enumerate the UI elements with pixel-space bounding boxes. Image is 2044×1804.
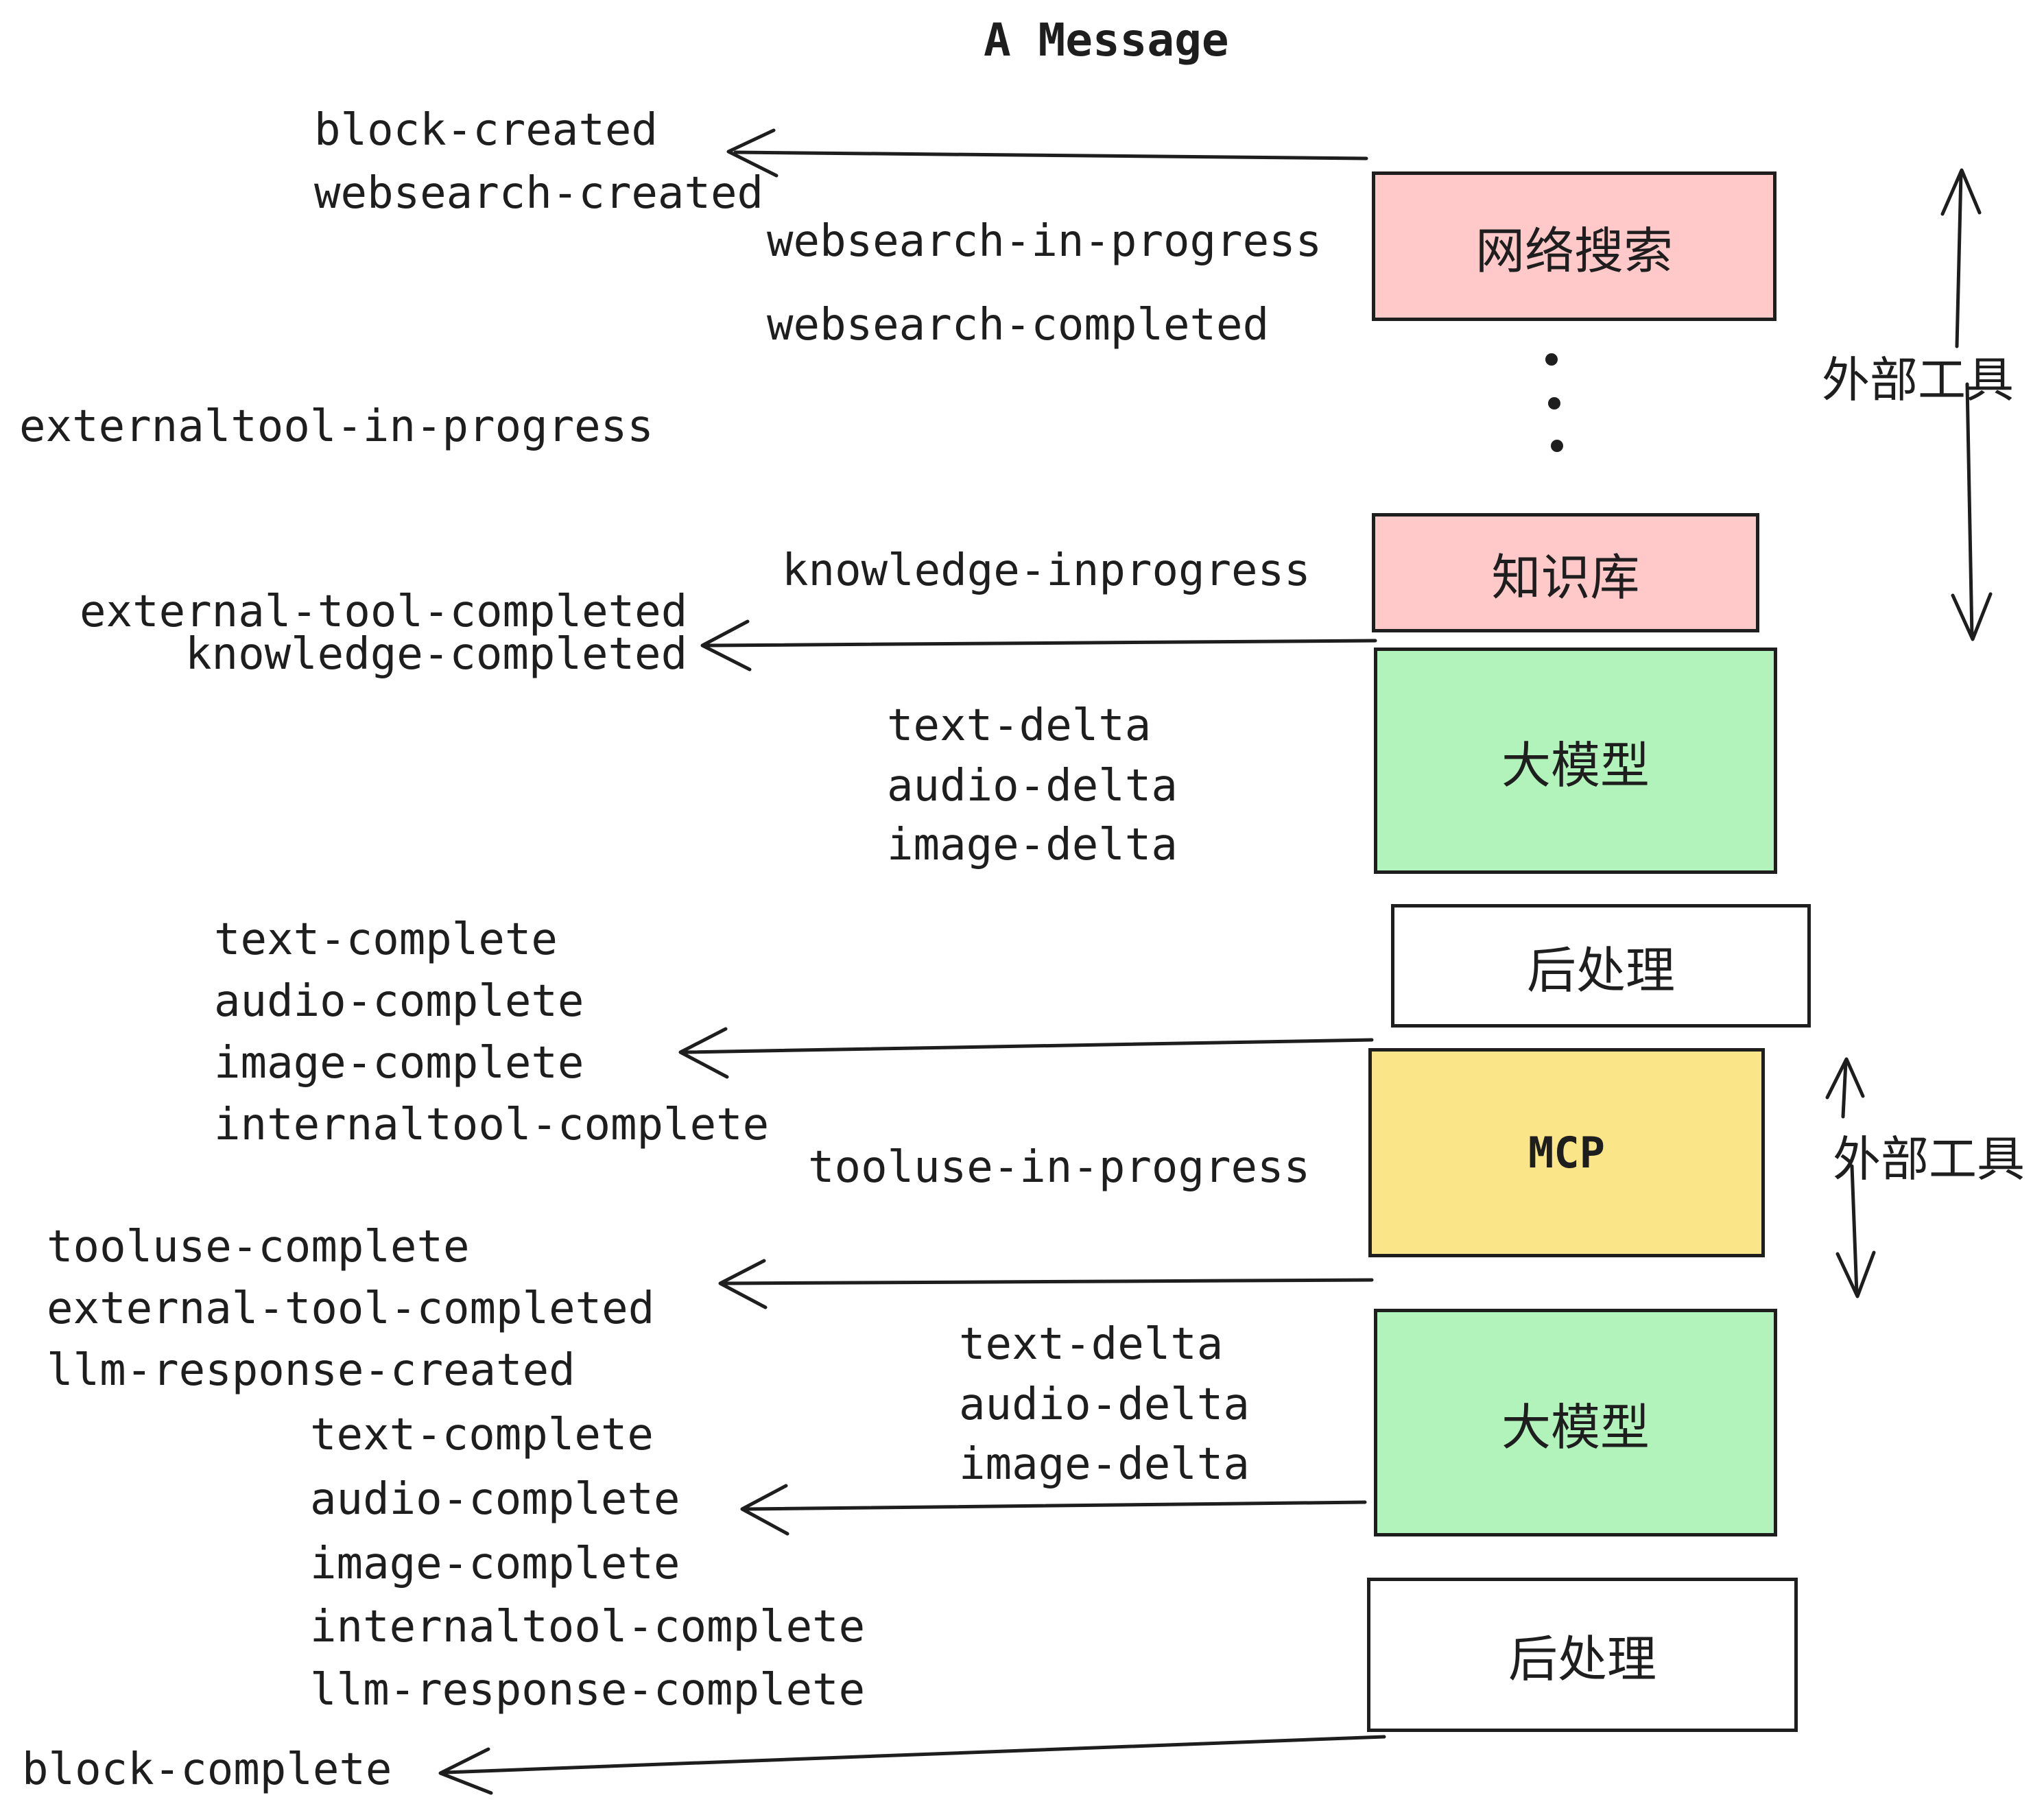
event-websearch-created: websearch-created (314, 168, 764, 219)
event-external-tool-completed: external-tool-completed (80, 586, 688, 637)
event-image-complete-2: image-complete (310, 1539, 680, 1589)
node-knowledge: 知识库 (1372, 513, 1759, 632)
node-llm-1: 大模型 (1374, 648, 1777, 874)
node-websearch-label: 网络搜索 (1475, 222, 1673, 280)
arrow-up-icon (1940, 168, 1982, 348)
side-label-external-tools-mid: 外部工具 (1833, 1131, 2025, 1187)
event-image-delta-2: image-delta (959, 1439, 1250, 1490)
event-image-delta: image-delta (887, 820, 1178, 870)
node-websearch: 网络搜索 (1372, 171, 1776, 321)
event-text-complete-2: text-complete (310, 1410, 654, 1460)
event-knowledge-inprogress: knowledge-inprogress (782, 545, 1311, 596)
event-text-complete: text-complete (214, 914, 558, 965)
node-mcp: MCP (1368, 1048, 1765, 1257)
event-knowledge-completed: knowledge-completed (185, 629, 688, 680)
ellipsis-dots-icon (1545, 353, 1563, 452)
arrow-left-icon (726, 128, 1368, 178)
arrow-left-icon (678, 1027, 1374, 1079)
side-label-external-tools-top: 外部工具 (1822, 352, 2014, 408)
arrow-left-icon (438, 1735, 1386, 1795)
event-text-delta: text-delta (887, 700, 1152, 751)
node-postprocess-2: 后处理 (1367, 1578, 1798, 1732)
arrow-left-icon (700, 619, 1377, 672)
event-image-complete: image-complete (214, 1038, 584, 1089)
event-llm-response-complete: llm-response-complete (310, 1665, 866, 1716)
node-mcp-label: MCP (1528, 1128, 1605, 1178)
node-knowledge-label: 知识库 (1491, 548, 1640, 606)
arrow-up-icon (1825, 1057, 1865, 1119)
event-tooluse-complete: tooluse-complete (47, 1222, 470, 1272)
event-external-tool-completed-2: external-tool-completed (47, 1283, 655, 1334)
event-internaltool-complete-2: internaltool-complete (310, 1602, 866, 1652)
arrow-down-icon (1951, 382, 1993, 641)
arrow-left-icon (718, 1259, 1374, 1309)
event-audio-complete-2: audio-complete (310, 1474, 680, 1525)
event-websearch-in-progress: websearch-in-progress (767, 216, 1322, 267)
page-title: A Message (984, 14, 1229, 67)
event-text-delta-2: text-delta (959, 1319, 1224, 1370)
event-externaltool-in-progress: externaltool-in-progress (19, 401, 654, 452)
event-audio-complete: audio-complete (214, 976, 584, 1027)
event-llm-response-created: llm-response-created (47, 1345, 575, 1396)
node-postprocess-2-label: 后处理 (1508, 1630, 1656, 1688)
event-audio-delta: audio-delta (887, 761, 1178, 811)
event-tooluse-in-progress: tooluse-in-progress (808, 1142, 1311, 1193)
event-block-created: block-created (314, 105, 658, 156)
node-llm-1-label: 大模型 (1501, 736, 1650, 794)
event-websearch-completed: websearch-completed (767, 300, 1270, 351)
node-llm-2-label: 大模型 (1501, 1398, 1650, 1456)
event-block-complete: block-complete (22, 1744, 392, 1795)
arrow-left-icon (740, 1484, 1367, 1536)
node-postprocess-1: 后处理 (1391, 904, 1811, 1028)
event-internaltool-complete: internaltool-complete (214, 1100, 770, 1150)
event-audio-delta-2: audio-delta (959, 1379, 1250, 1430)
node-llm-2: 大模型 (1374, 1309, 1777, 1536)
node-postprocess-1-label: 后处理 (1526, 941, 1675, 999)
